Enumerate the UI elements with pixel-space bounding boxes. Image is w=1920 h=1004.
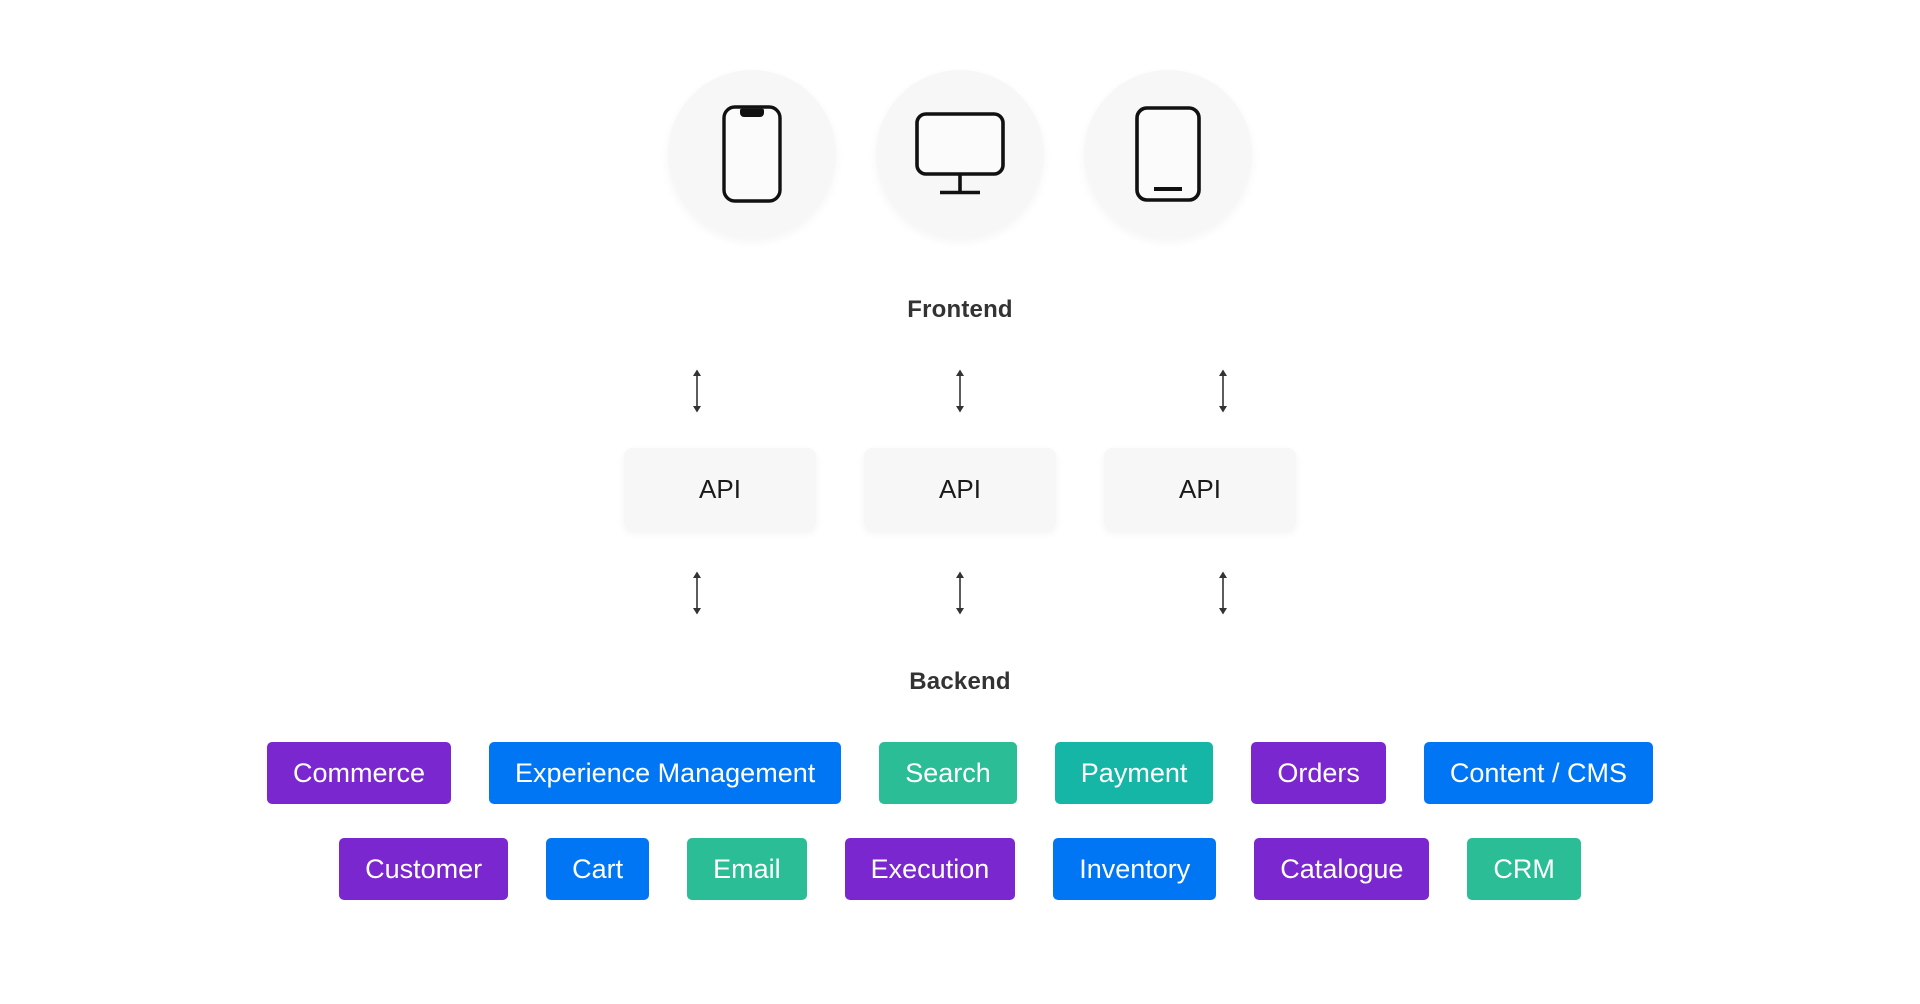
service-tag[interactable]: Content / CMS [1423, 742, 1653, 804]
api-box[interactable]: API [864, 448, 1056, 530]
service-tag[interactable]: Experience Management [489, 742, 842, 804]
connector-row-top [0, 368, 1920, 414]
device-circle-desktop [876, 70, 1044, 238]
double-arrow-vertical-icon [951, 368, 969, 414]
mobile-phone-icon [720, 104, 784, 204]
service-tag[interactable]: Orders [1251, 742, 1386, 804]
service-tag[interactable]: Catalogue [1254, 838, 1430, 900]
service-tag[interactable]: Execution [844, 838, 1016, 900]
backend-section-label: Backend [909, 668, 1011, 695]
service-tag[interactable]: CRM [1467, 838, 1581, 900]
service-tag[interactable]: Cart [546, 838, 650, 900]
service-tag[interactable]: Search [879, 742, 1017, 804]
service-tag[interactable]: Email [687, 838, 807, 900]
frontend-section-label: Frontend [907, 296, 1013, 323]
double-arrow-vertical-icon [688, 368, 706, 414]
tablet-icon [1132, 104, 1204, 204]
double-arrow-vertical-icon [1214, 570, 1232, 616]
service-tag[interactable]: Payment [1054, 742, 1214, 804]
api-layer-row: API API API [0, 448, 1920, 530]
backend-service-row-1: Commerce Experience Management Search Pa… [0, 742, 1920, 804]
connector-row-bottom [0, 570, 1920, 616]
service-tag[interactable]: Inventory [1053, 838, 1217, 900]
device-circle-tablet [1084, 70, 1252, 238]
device-circle-mobile [668, 70, 836, 238]
service-tag[interactable]: Commerce [267, 742, 452, 804]
double-arrow-vertical-icon [688, 570, 706, 616]
api-box[interactable]: API [624, 448, 816, 530]
api-box[interactable]: API [1104, 448, 1296, 530]
service-tag[interactable]: Customer [339, 838, 509, 900]
backend-service-row-2: Customer Cart Email Execution Inventory … [0, 838, 1920, 900]
frontend-device-row [0, 70, 1920, 238]
desktop-monitor-icon [912, 109, 1008, 199]
double-arrow-vertical-icon [1214, 368, 1232, 414]
double-arrow-vertical-icon [951, 570, 969, 616]
